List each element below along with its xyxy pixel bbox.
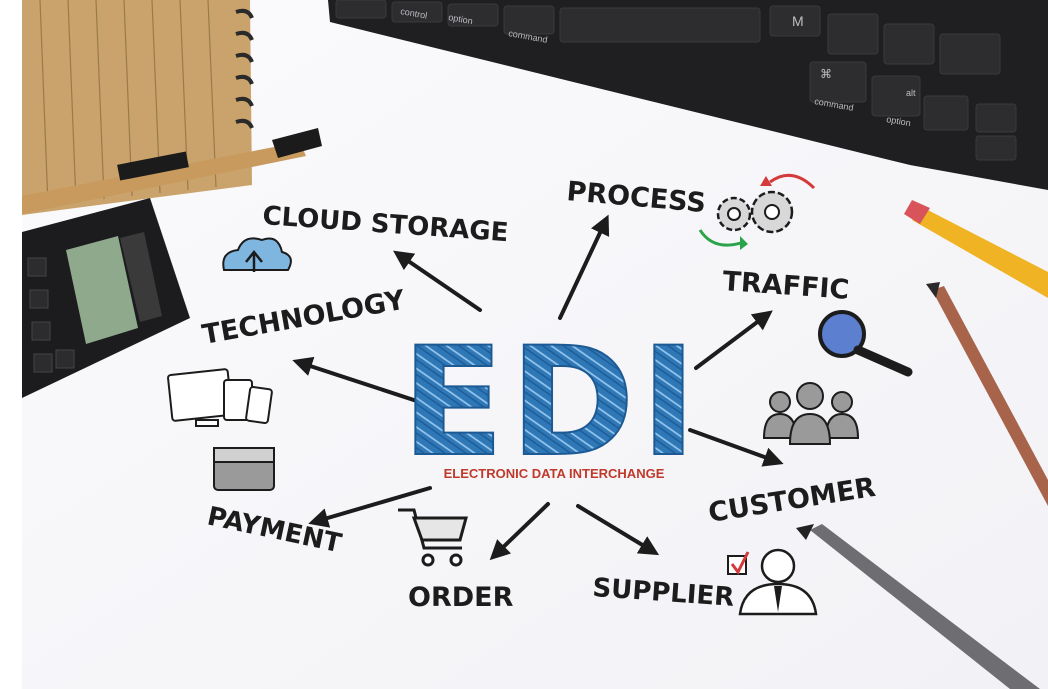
wallet-icon [213, 447, 275, 491]
gray-pencil [796, 524, 1040, 689]
label-order: ORDER [408, 582, 514, 613]
edi-center: EDI ELECTRONIC DATA INTERCHANGE [401, 315, 703, 491]
magnifier-icon [818, 310, 913, 377]
key-alt: alt [906, 88, 916, 98]
brown-pencil [926, 282, 1048, 506]
supplier-person-icon [727, 548, 818, 616]
pen [22, 128, 322, 214]
arrow-order [489, 502, 550, 561]
keyboard: control option command M ⌘ command alt o… [328, 0, 1048, 190]
cloud-upload-icon [222, 237, 292, 272]
arrows [292, 214, 784, 561]
arrow-cloud [393, 250, 482, 312]
edi-subtitle: ELECTRONIC DATA INTERCHANGE [444, 466, 665, 481]
arrow-technology [292, 356, 434, 408]
devices-icon [167, 368, 273, 427]
key-option: option [448, 12, 474, 26]
left-frame [0, 0, 22, 689]
calculator [22, 198, 190, 398]
shopping-cart-icon [398, 508, 468, 567]
key-m: M [792, 13, 804, 29]
people-icon [762, 382, 860, 445]
arrow-process [558, 214, 610, 320]
arrow-payment [308, 486, 432, 528]
notebook [22, 0, 254, 215]
key-control: control [400, 6, 428, 21]
yellow-pencil [904, 200, 1048, 298]
arrow-supplier [576, 504, 660, 556]
gears-icon [698, 173, 816, 250]
key-cmd-symbol: ⌘ [820, 67, 832, 81]
arrow-traffic [694, 310, 773, 370]
key-option-right: option [886, 114, 912, 128]
edi-title: EDI [402, 316, 703, 490]
arrow-customer [688, 428, 784, 467]
